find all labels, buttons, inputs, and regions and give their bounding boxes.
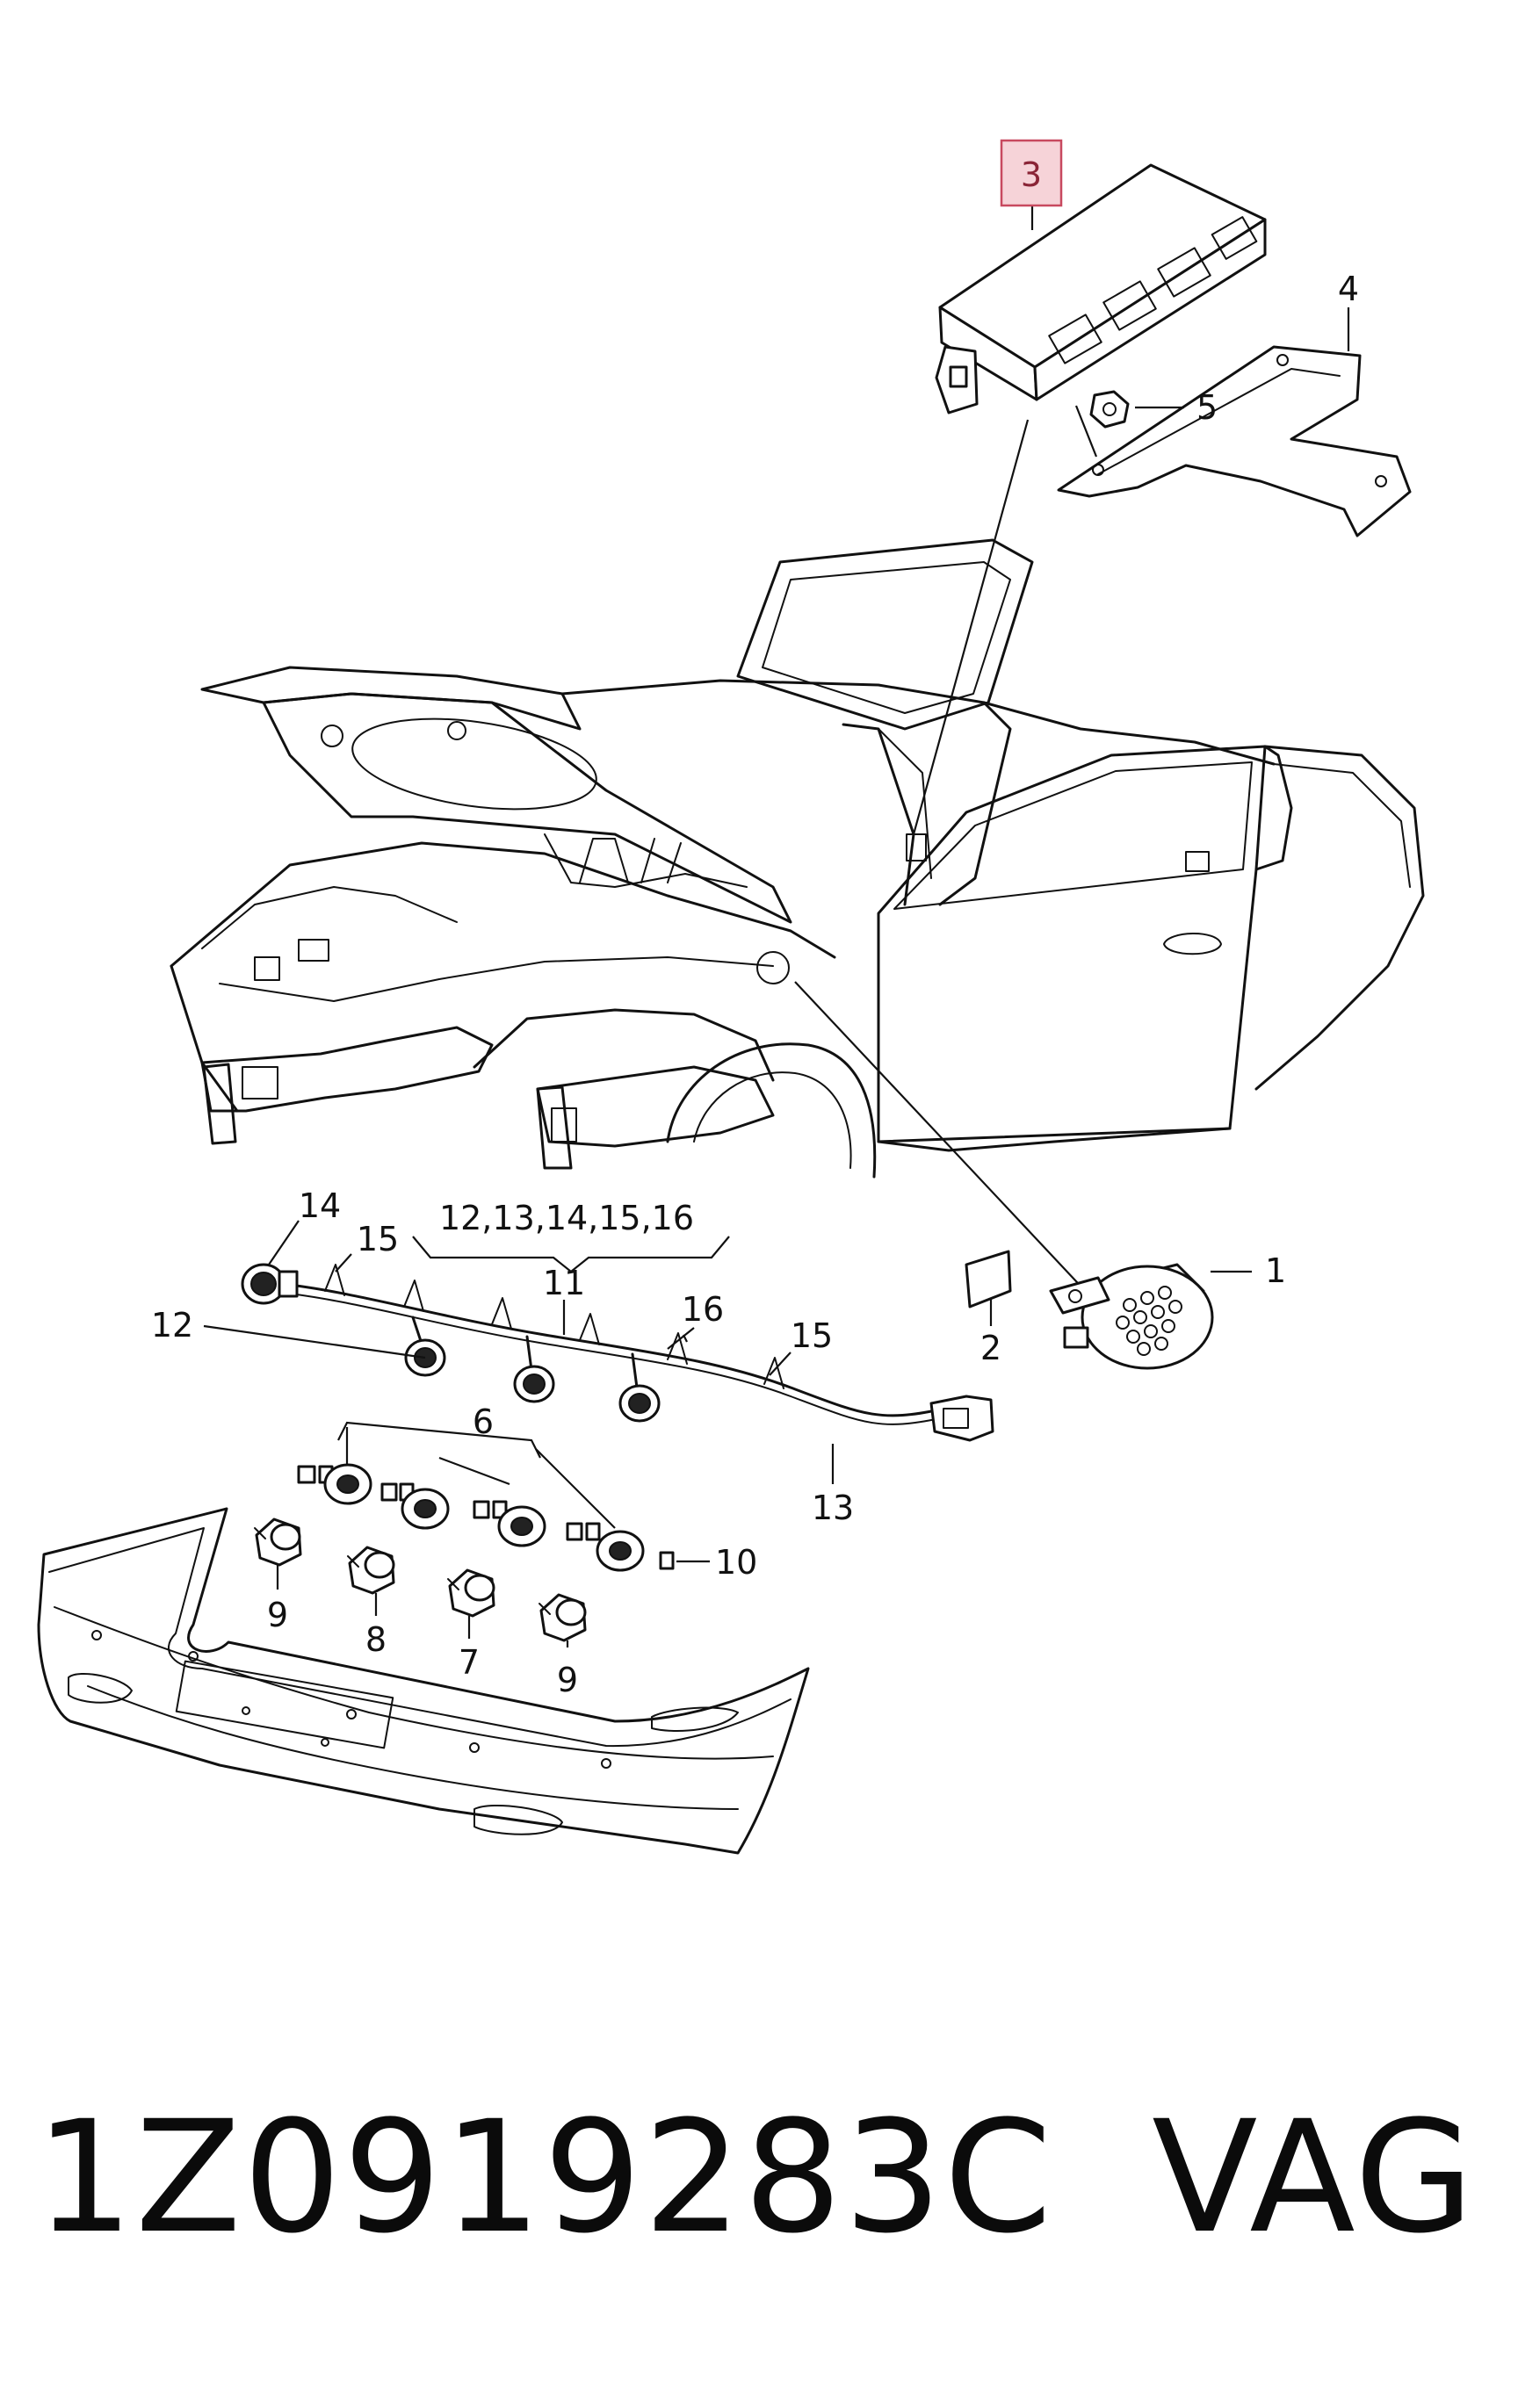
callout-11: 11 xyxy=(543,1264,585,1302)
car-body xyxy=(170,538,1425,1179)
adhesive-pad xyxy=(965,1250,1012,1309)
part-number-caption: 1Z0919283C VAG xyxy=(35,2073,1493,2283)
harness-connector-13 xyxy=(929,1395,994,1442)
callout-5: 5 xyxy=(1196,388,1218,427)
sensor-2 xyxy=(380,1482,450,1530)
sensor-1 xyxy=(297,1463,372,1505)
callout-2: 2 xyxy=(980,1329,1001,1367)
holder-9b xyxy=(539,1593,587,1642)
harness-connector-12b xyxy=(513,1335,555,1403)
part-number: 1Z0919283C xyxy=(35,2087,1054,2267)
sensor-4 xyxy=(566,1522,645,1572)
callout-6: 6 xyxy=(473,1402,494,1441)
callout-1: 1 xyxy=(1265,1251,1286,1290)
callout-3: 3 xyxy=(1021,155,1042,194)
control-unit xyxy=(935,163,1267,415)
harness-connector-14 xyxy=(241,1263,299,1305)
parking-sensors xyxy=(297,1463,675,1572)
callout-group-12-16: 12,13,14,15,16 xyxy=(439,1199,694,1237)
callout-15b: 15 xyxy=(791,1316,833,1355)
callout-9a: 9 xyxy=(267,1596,288,1634)
harness-connector-12c xyxy=(618,1352,661,1423)
callout-14: 14 xyxy=(299,1186,341,1225)
callout-8: 8 xyxy=(365,1620,387,1659)
sensor-holders xyxy=(254,1518,587,1642)
nut xyxy=(1089,390,1130,429)
brand: VAG xyxy=(1152,2087,1476,2267)
holder-9a xyxy=(254,1518,302,1567)
sensor-3 xyxy=(473,1500,546,1547)
callout-10: 10 xyxy=(715,1543,757,1582)
callout-15a: 15 xyxy=(357,1220,399,1258)
callout-16: 16 xyxy=(682,1290,724,1329)
holder-8 xyxy=(347,1546,395,1595)
callout-3-highlight: 3 xyxy=(1000,139,1063,207)
callout-4: 4 xyxy=(1338,270,1359,308)
warning-buzzer xyxy=(1049,1263,1214,1370)
mounting-bracket xyxy=(1057,345,1412,537)
wiring-harness xyxy=(241,1263,994,1442)
holder-7 xyxy=(447,1568,495,1618)
callout-12: 12 xyxy=(151,1306,193,1345)
callout-7: 7 xyxy=(459,1643,480,1682)
callout-13: 13 xyxy=(812,1489,854,1527)
harness-connector-12a xyxy=(404,1316,446,1377)
callout-9b: 9 xyxy=(557,1661,578,1699)
rear-bumper xyxy=(37,1507,810,1855)
